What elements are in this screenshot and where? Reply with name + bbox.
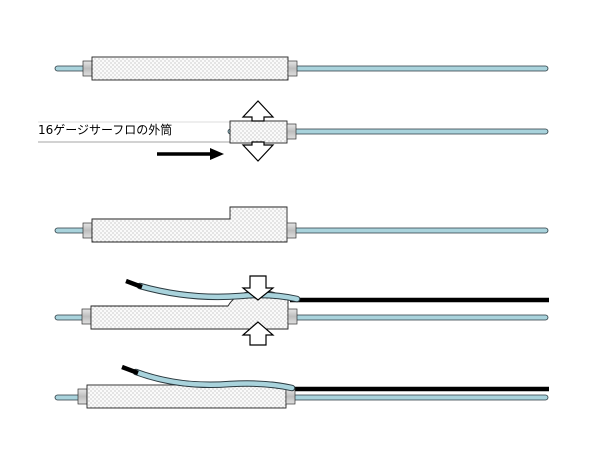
inner-rod — [227, 128, 549, 135]
right-cap — [286, 123, 297, 140]
blue-tube-tip — [121, 364, 139, 376]
left-cap — [82, 222, 93, 239]
right-cap — [287, 308, 298, 325]
blue-tube-tip — [125, 278, 143, 290]
compress-arrows-icon — [241, 275, 275, 346]
step-1-assembly — [54, 56, 549, 81]
right-cap — [286, 222, 297, 239]
step-4-assembly — [54, 275, 549, 346]
right-cap — [285, 388, 296, 405]
compress-double-arrow-icon — [241, 100, 275, 162]
sheath-body — [91, 56, 289, 81]
push-arrow-icon — [157, 148, 224, 160]
step-5-assembly — [54, 364, 549, 409]
sheath-body-stepped — [91, 206, 288, 243]
left-cap — [81, 308, 92, 325]
step-2-assembly — [38, 100, 549, 162]
right-cap — [287, 60, 298, 77]
left-cap — [77, 388, 88, 405]
step-3-assembly — [54, 206, 549, 243]
left-cap — [82, 60, 93, 77]
sheath-body — [86, 384, 287, 409]
outer-tube-label: 16ゲージサーフロの外筒 — [38, 123, 173, 137]
outer-tube-segment — [229, 120, 288, 144]
